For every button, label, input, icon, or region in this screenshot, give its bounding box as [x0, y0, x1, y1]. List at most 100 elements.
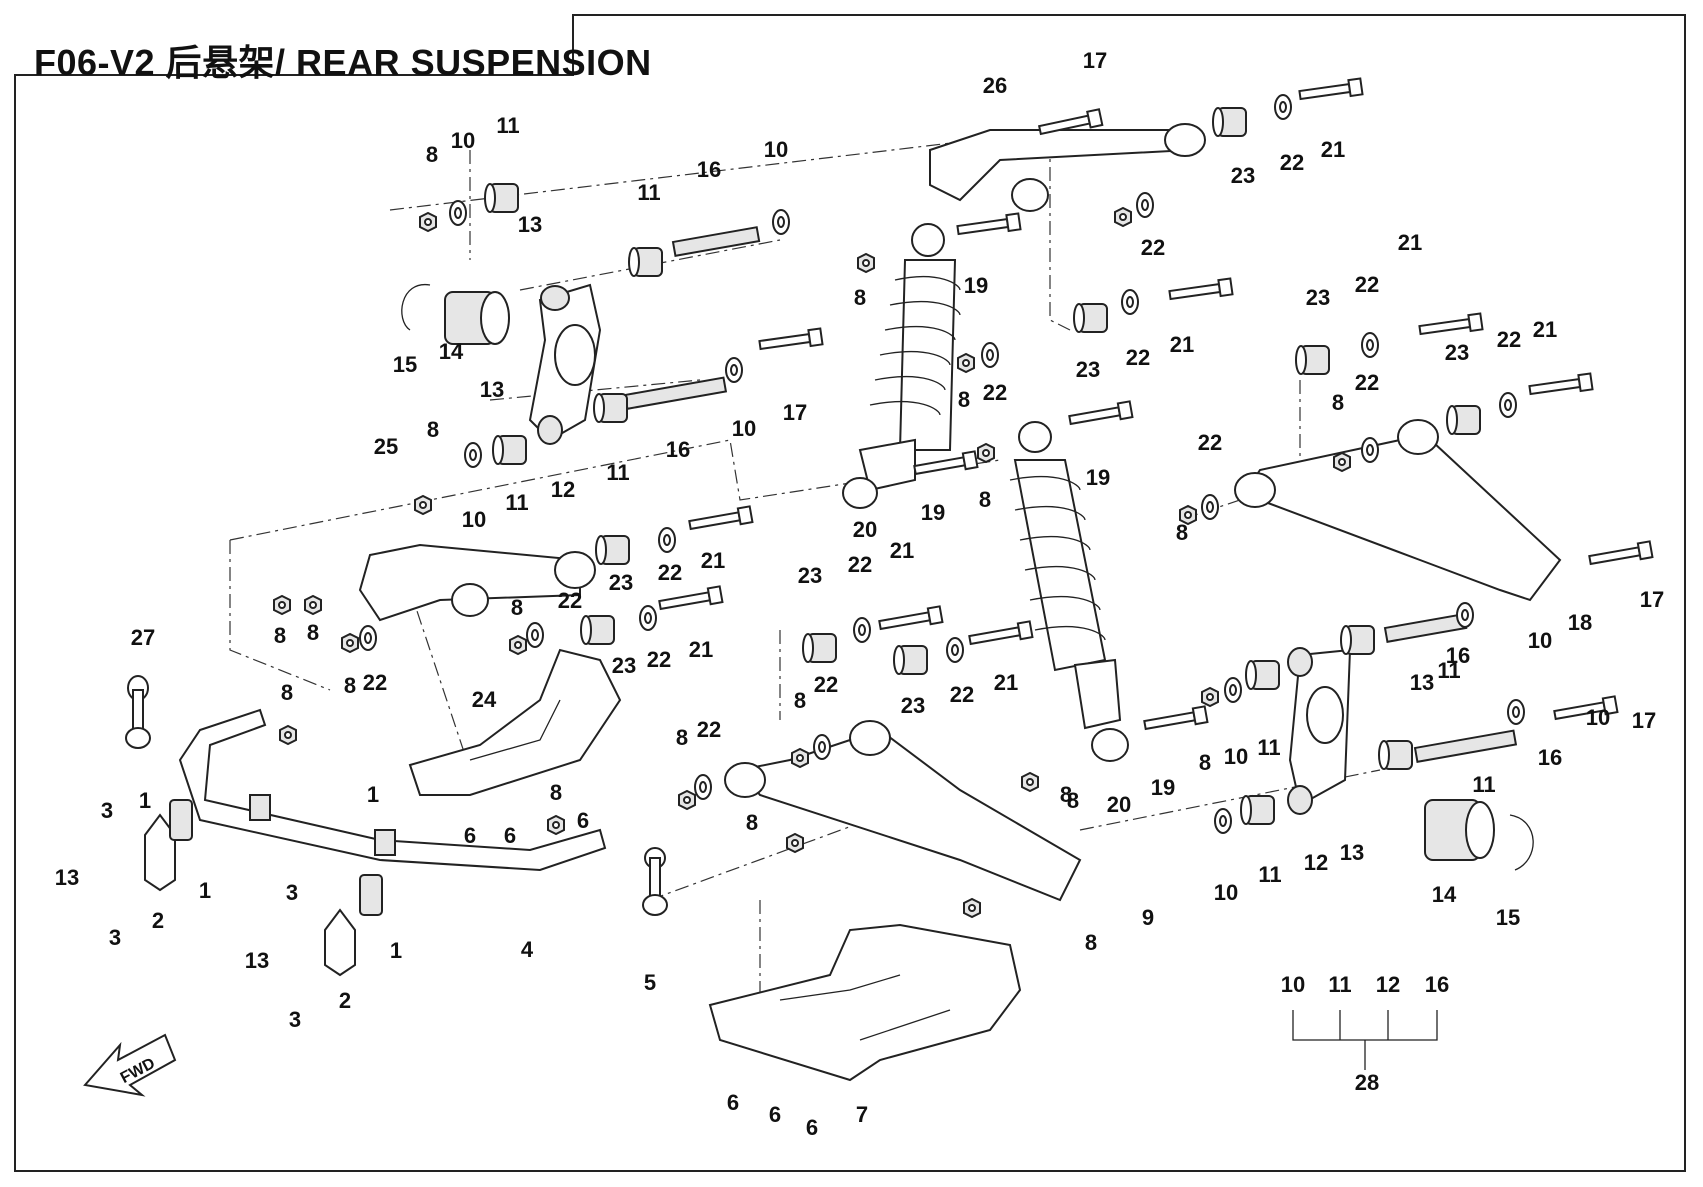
- callout-19: 19: [964, 273, 988, 298]
- kit-bracket: [1292, 1010, 1438, 1070]
- callout-23: 23: [1231, 163, 1255, 188]
- callout-10: 10: [1214, 880, 1238, 905]
- callout-19: 19: [1151, 775, 1175, 800]
- callout-12: 12: [551, 477, 575, 502]
- callout-1: 1: [199, 878, 211, 903]
- callout-6: 6: [504, 823, 516, 848]
- callout-11: 11: [505, 490, 528, 515]
- callout-16: 16: [1538, 745, 1562, 770]
- callout-16: 16: [697, 157, 721, 182]
- callout-2: 2: [339, 988, 351, 1013]
- callout-3: 3: [286, 880, 298, 905]
- callout-23: 23: [1306, 285, 1330, 310]
- callout-13: 13: [1410, 670, 1434, 695]
- kit-member-16: 16: [1425, 972, 1449, 997]
- callout-19: 19: [1086, 465, 1110, 490]
- callout-8: 8: [676, 725, 688, 750]
- callout-22: 22: [363, 670, 387, 695]
- callout-6: 6: [464, 823, 476, 848]
- callout-21: 21: [890, 538, 914, 563]
- center-skid-plate: [708, 923, 1022, 1082]
- callout-8: 8: [958, 387, 970, 412]
- stabilizer-clamps: [144, 799, 383, 977]
- callout-3: 3: [109, 925, 121, 950]
- left-skid-plate: [408, 648, 622, 796]
- callout-28: 28: [1355, 1070, 1379, 1095]
- callout-1: 1: [390, 938, 402, 963]
- callout-8: 8: [1332, 390, 1344, 415]
- callout-23: 23: [1076, 357, 1100, 382]
- callout-22: 22: [1355, 272, 1379, 297]
- right-bearing: [1424, 799, 1534, 871]
- callout-10: 10: [1528, 628, 1552, 653]
- kit-member-11: 11: [1328, 972, 1351, 997]
- callout-26: 26: [983, 73, 1007, 98]
- callout-8: 8: [854, 285, 866, 310]
- callout-9: 9: [1142, 905, 1154, 930]
- callout-7: 7: [856, 1102, 868, 1127]
- callout-22: 22: [647, 647, 671, 672]
- callout-22: 22: [814, 672, 838, 697]
- callout-4: 4: [521, 937, 534, 962]
- lower-arm: [724, 720, 1082, 902]
- callout-15: 15: [393, 352, 417, 377]
- callout-22: 22: [1198, 430, 1222, 455]
- callout-22: 22: [1126, 345, 1150, 370]
- left-trailing-arm: [358, 543, 596, 622]
- callout-13: 13: [1340, 840, 1364, 865]
- upper-arm-top: [929, 123, 1206, 212]
- right-shock: [1009, 421, 1129, 762]
- diagram-frame: [14, 14, 1686, 1172]
- page-title: F06-V2 后悬架/ REAR SUSPENSION: [34, 42, 652, 83]
- right-knuckle: [1287, 647, 1352, 815]
- callout-16: 16: [666, 437, 690, 462]
- callout-8: 8: [550, 780, 562, 805]
- callout-8: 8: [426, 142, 438, 167]
- callout-6: 6: [727, 1090, 739, 1115]
- title-box: F06-V2 后悬架/ REAR SUSPENSION: [14, 14, 651, 83]
- callout-14: 14: [439, 339, 464, 364]
- callout-10: 10: [1586, 705, 1610, 730]
- callout-24: 24: [472, 687, 497, 712]
- callout-23: 23: [798, 563, 822, 588]
- callout-22: 22: [1497, 327, 1521, 352]
- callout-13: 13: [245, 948, 269, 973]
- callout-23: 23: [609, 570, 633, 595]
- right-upper-arm: [1234, 419, 1562, 602]
- callout-21: 21: [701, 548, 725, 573]
- callout-5: 5: [644, 970, 656, 995]
- callout-8: 8: [1067, 788, 1079, 813]
- callout-22: 22: [950, 682, 974, 707]
- callout-8: 8: [307, 620, 319, 645]
- callout-21: 21: [1170, 332, 1194, 357]
- callout-23: 23: [612, 653, 636, 678]
- callout-8: 8: [1176, 520, 1188, 545]
- callout-21: 21: [994, 670, 1018, 695]
- bolts-and-shafts: [623, 77, 1654, 763]
- callout-27: 27: [131, 625, 155, 650]
- callout-8: 8: [1060, 782, 1072, 807]
- callout-21: 21: [689, 637, 713, 662]
- callout-17: 17: [1083, 48, 1107, 73]
- left-shock: [842, 223, 961, 509]
- callout-8: 8: [281, 680, 293, 705]
- callout-22: 22: [658, 560, 682, 585]
- callout-21: 21: [1533, 317, 1557, 342]
- callout-1: 1: [367, 782, 379, 807]
- callout-21: 21: [1398, 230, 1422, 255]
- callout-3: 3: [101, 798, 113, 823]
- callout-16: 16: [1446, 643, 1470, 668]
- callout-19: 19: [921, 500, 945, 525]
- stabilizer-bar: [178, 708, 607, 872]
- callout-12: 12: [1304, 850, 1328, 875]
- callout-22: 22: [1141, 235, 1165, 260]
- callout-11: 11: [637, 180, 660, 205]
- callout-11: 11: [1437, 658, 1460, 683]
- left-bearing: [401, 284, 510, 345]
- callout-10: 10: [732, 416, 756, 441]
- callout-8: 8: [427, 417, 439, 442]
- stabilizer-links: [125, 675, 668, 916]
- callout-21: 21: [1321, 137, 1345, 162]
